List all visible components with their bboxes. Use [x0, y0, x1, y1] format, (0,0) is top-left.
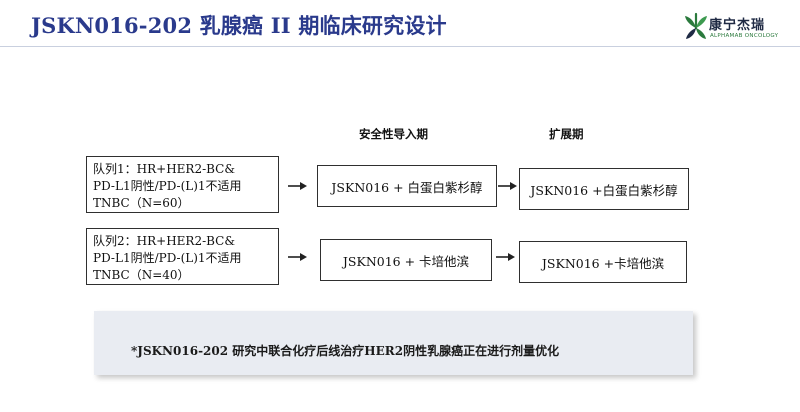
alphamab-logo-icon [685, 12, 707, 39]
cohort-1-safety-regimen: JSKN016 + 白蛋白紫杉醇 [317, 165, 497, 207]
arrow-right-icon [498, 182, 517, 190]
arrow-right-icon [288, 253, 307, 261]
cohort-1-expansion-regimen: JSKN016 +白蛋白紫杉醇 [519, 168, 689, 210]
cohort-2-box: 队列2：HR+HER2-BC& PD-L1阴性/PD-(L)1不适用 TNBC（… [86, 228, 279, 285]
cohort-2-line-1: 队列2：HR+HER2-BC& [93, 234, 236, 248]
arrow-right-icon [288, 182, 307, 190]
cohort-1-line-2: PD-L1阴性/PD-(L)1不适用 [93, 179, 242, 193]
cohort-2-expansion-regimen: JSKN016 +卡培他滨 [519, 241, 687, 283]
logo-chinese-name: 康宁杰瑞 [709, 18, 766, 33]
page-title: JSKN016-202 乳腺癌 II 期临床研究设计 [31, 13, 447, 38]
cohort-1-line-1: 队列1：HR+HER2-BC& [93, 162, 236, 176]
footnote-panel [94, 311, 693, 375]
column-header-expansion: 扩展期 [549, 127, 584, 141]
logo-english-name: ALPHAMAB ONCOLOGY [710, 33, 779, 39]
company-logo: 康宁杰瑞 ALPHAMAB ONCOLOGY [681, 12, 793, 46]
footnote-text: *JSKN016-202 研究中联合化疗后线治疗HER2阴性乳腺癌正在进行剂量优… [131, 344, 560, 358]
cohort-2-safety-regimen: JSKN016 + 卡培他滨 [320, 239, 492, 281]
cohort-2-line-2: PD-L1阴性/PD-(L)1不适用 [93, 251, 242, 265]
cohort-1-line-3: TNBC（N=60） [93, 196, 190, 210]
arrow-right-icon [496, 253, 515, 261]
column-header-safety-lead-in: 安全性导入期 [359, 127, 428, 141]
cohort-2-line-3: TNBC（N=40） [93, 268, 190, 282]
cohort-1-box: 队列1：HR+HER2-BC& PD-L1阴性/PD-(L)1不适用 TNBC（… [86, 156, 279, 213]
title-divider [0, 46, 800, 47]
